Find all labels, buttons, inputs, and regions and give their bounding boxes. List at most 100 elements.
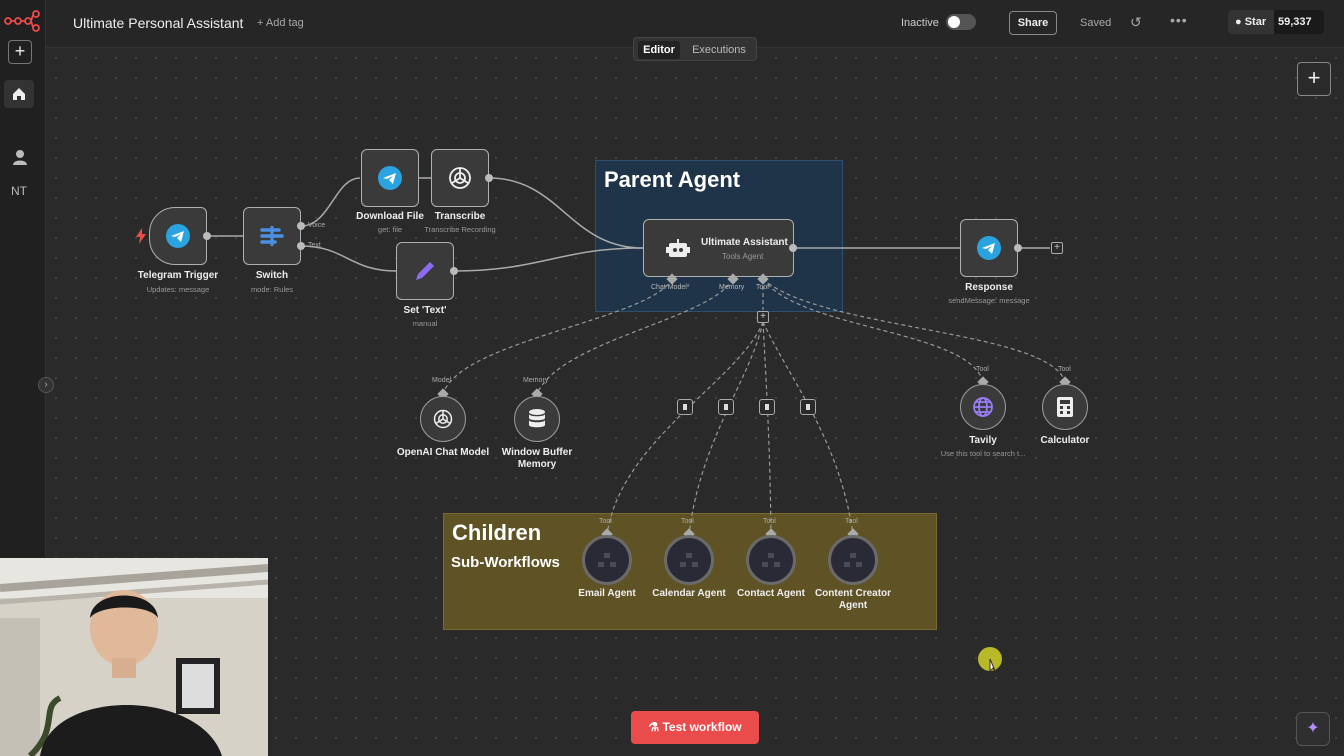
port-label: Tool: [845, 518, 858, 525]
history-icon[interactable]: ↺: [1130, 14, 1142, 30]
node-transcribe[interactable]: [431, 149, 489, 207]
github-star-label: Star: [1244, 16, 1267, 28]
node-contact-agent[interactable]: [746, 535, 796, 585]
port-label: Tool: [681, 518, 694, 525]
node-sublabel: sendMessage: message: [948, 296, 1030, 305]
home-button[interactable]: [4, 80, 34, 108]
tab-executions[interactable]: Executions: [692, 44, 746, 56]
node-label: Download File: [356, 211, 424, 222]
globe-icon: [973, 397, 993, 417]
node-tavily[interactable]: [960, 384, 1006, 430]
node-ultimate-assistant[interactable]: Ultimate Assistant Tools Agent: [643, 219, 794, 277]
add-node-button[interactable]: +: [1051, 242, 1063, 254]
user-initials[interactable]: NT: [11, 184, 27, 198]
node-sublabel: Use this tool to search t...: [940, 449, 1026, 458]
github-icon: ●: [1235, 16, 1242, 28]
node-label: Ultimate Assistant: [701, 237, 788, 248]
output-port[interactable]: [485, 174, 493, 182]
node-calculator[interactable]: [1042, 384, 1088, 430]
flask-icon: ⚗: [648, 720, 660, 734]
sub-workflow-icon: [680, 553, 698, 567]
test-workflow-label: Test workflow: [662, 720, 742, 734]
node-sublabel: mode: Rules: [250, 285, 294, 294]
port-label: Tool: [599, 518, 612, 525]
output-port[interactable]: [203, 232, 211, 240]
tool-connection-marker[interactable]: [677, 399, 693, 415]
node-sublabel: manual: [412, 319, 438, 328]
port-label: Tool: [763, 518, 776, 525]
openai-icon: [449, 167, 471, 189]
node-response[interactable]: [960, 219, 1018, 277]
sticky-title: Parent Agent: [604, 167, 741, 192]
node-email-agent[interactable]: [582, 535, 632, 585]
more-options-icon[interactable]: •••: [1170, 12, 1188, 28]
node-telegram-trigger[interactable]: [149, 207, 207, 265]
node-set-text[interactable]: [396, 242, 454, 300]
telegram-icon: [378, 166, 402, 190]
view-tabs: Editor Executions: [633, 37, 757, 61]
node-calendar-agent[interactable]: [664, 535, 714, 585]
node-label: Calendar Agent: [652, 588, 726, 599]
node-openai-chat-model[interactable]: [420, 396, 466, 442]
sub-workflow-icon: [762, 553, 780, 567]
share-button[interactable]: Share: [1009, 11, 1057, 35]
node-label: Email Agent: [578, 588, 636, 599]
workflow-title[interactable]: Ultimate Personal Assistant: [73, 15, 244, 31]
node-label: OpenAI Chat Model: [396, 447, 490, 458]
sub-workflow-icon: [844, 553, 862, 567]
node-window-buffer-memory[interactable]: [514, 396, 560, 442]
openai-icon: [433, 409, 453, 429]
tool-connection-marker[interactable]: [718, 399, 734, 415]
node-label: Contact Agent: [737, 588, 805, 599]
n8n-logo[interactable]: [4, 10, 40, 32]
output-port-voice[interactable]: [297, 222, 305, 230]
node-label: Calculator: [1040, 435, 1090, 446]
user-icon[interactable]: [11, 148, 29, 166]
add-node-panel-button[interactable]: +: [1297, 62, 1331, 96]
node-switch[interactable]: [243, 207, 301, 265]
telegram-icon: [977, 236, 1001, 260]
port-label: Memory: [523, 377, 549, 384]
node-label: Window Buffer: [501, 447, 573, 458]
node-sublabel: Tools Agent: [722, 252, 764, 261]
output-port-text[interactable]: [297, 242, 305, 250]
pencil-icon: [416, 262, 434, 280]
port-label: Model: [432, 377, 452, 384]
port-label-tool: Tool: [756, 284, 769, 291]
tool-connection-marker[interactable]: [800, 399, 816, 415]
port-label: Tool: [976, 366, 989, 373]
test-workflow-button[interactable]: ⚗ Test workflow: [631, 711, 759, 744]
node-download-file[interactable]: [361, 149, 419, 207]
saved-status: Saved: [1080, 17, 1112, 29]
output-port[interactable]: [789, 244, 797, 252]
port-label-chat-model: Chat Model*: [651, 284, 690, 291]
output-port[interactable]: [450, 267, 458, 275]
tool-connection-marker[interactable]: [759, 399, 775, 415]
node-sublabel: Transcribe Recording: [424, 225, 496, 234]
database-icon: [529, 409, 545, 428]
expand-sidebar-button[interactable]: ›: [38, 377, 54, 393]
node-label: Tavily: [969, 435, 997, 446]
github-star-count: 59,337: [1278, 16, 1312, 28]
output-port[interactable]: [1014, 244, 1022, 252]
node-label: Transcribe: [434, 211, 486, 222]
add-tag-link[interactable]: + Add tag: [257, 17, 304, 29]
github-star-button[interactable]: ● Star 59,337: [1228, 10, 1324, 34]
active-status-label: Inactive: [901, 17, 939, 29]
port-label-memory: Memory: [719, 284, 745, 291]
add-tool-button[interactable]: +: [757, 311, 769, 323]
ai-assistant-button[interactable]: ✦: [1296, 712, 1330, 746]
node-label: Response: [965, 282, 1013, 293]
presenter-video: [0, 558, 268, 756]
tab-editor[interactable]: Editor: [638, 41, 680, 59]
node-content-creator-agent[interactable]: [828, 535, 878, 585]
node-label-line2: Memory: [517, 459, 557, 470]
sub-workflow-icon: [598, 553, 616, 567]
telegram-icon: [166, 224, 190, 248]
trigger-bolt-icon: [136, 228, 146, 244]
active-toggle[interactable]: [946, 14, 976, 30]
switch-icon: [260, 226, 284, 246]
home-icon: [13, 88, 25, 100]
add-button[interactable]: +: [8, 40, 32, 64]
node-label: Set 'Text': [403, 305, 447, 316]
